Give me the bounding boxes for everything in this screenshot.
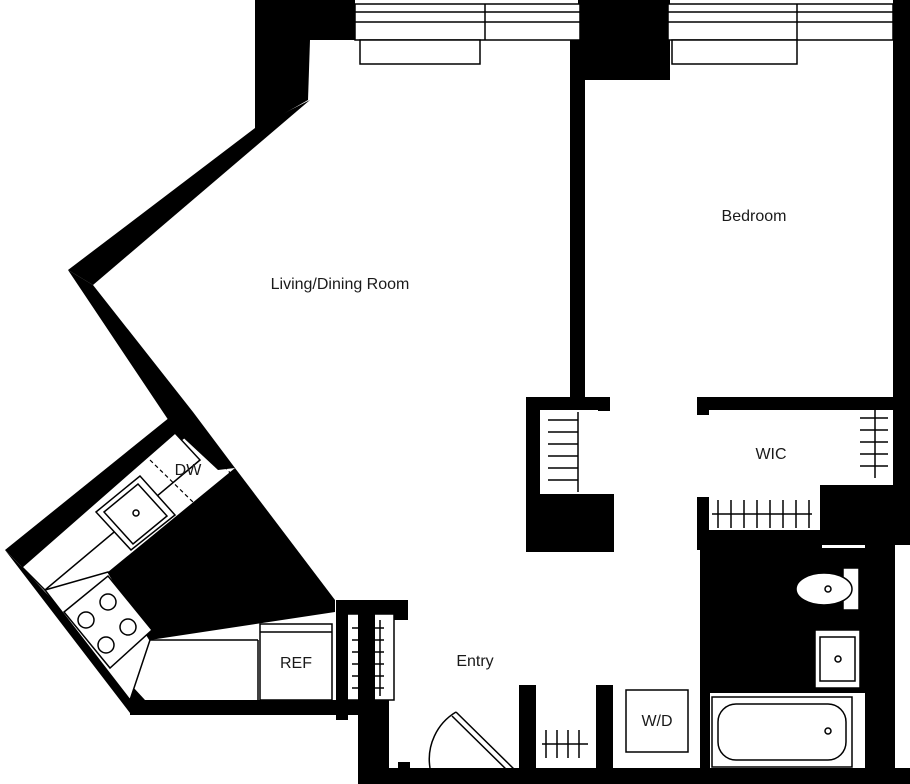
- window-living: [354, 3, 581, 65]
- refrigerator: [259, 623, 333, 701]
- cooktop: [62, 574, 154, 670]
- entry-closet: [336, 600, 408, 784]
- fixture-label-dw: DW: [175, 462, 203, 479]
- wic-shelves-right: [860, 410, 888, 478]
- room-label-living: Living/Dining Room: [271, 276, 410, 293]
- wd-closet-walls: [519, 685, 613, 784]
- exterior-walls: [5, 0, 910, 784]
- room-label-bedroom: Bedroom: [722, 208, 787, 225]
- entry-door[interactable]: [398, 711, 518, 784]
- linen-shelves: [542, 730, 588, 758]
- toilet: [795, 567, 860, 611]
- fixture-label-ref: REF: [280, 655, 312, 672]
- bathroom: [700, 548, 865, 768]
- fixture-label-wd: W/D: [641, 713, 672, 730]
- room-label-entry: Entry: [456, 653, 493, 670]
- bath-sink: [814, 629, 861, 689]
- hall-closet-walls: [526, 397, 614, 552]
- hall-closet-shelves: [548, 412, 579, 492]
- dishwasher: [149, 434, 233, 506]
- washer-dryer-unit: [625, 689, 689, 753]
- room-label-wic: WIC: [755, 446, 786, 463]
- wic-walls: [697, 397, 893, 550]
- kitchen-sink: [94, 474, 177, 552]
- window-bedroom: [667, 3, 894, 65]
- wic-shelves-bottom: [712, 500, 812, 528]
